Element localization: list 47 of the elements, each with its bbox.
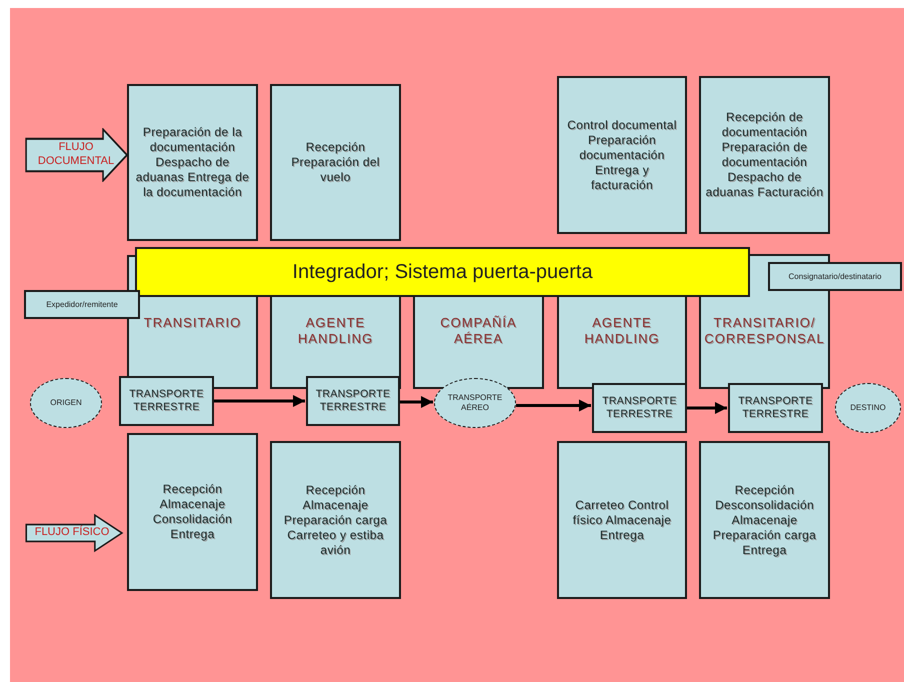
node-label: Control documental Preparación documentación Entrega y facturación (566, 118, 678, 192)
node-label: AGENTE HANDLING (296, 315, 374, 348)
task-box (270, 441, 401, 599)
task-box (127, 84, 258, 241)
transport-box (306, 376, 400, 426)
node-label: AGENTE HANDLING (583, 315, 661, 348)
party-box (768, 262, 902, 291)
node-label: TRANSPORTE TERRESTRE (601, 394, 678, 422)
node-label: DESTINO (850, 403, 886, 413)
actor-column (557, 295, 687, 389)
node-label: Expedidor/remitente (46, 300, 118, 310)
transport-box (592, 383, 687, 433)
node-label: FLUJO DOCUMENTAL (36, 141, 116, 169)
node-label: Consignatario/destinatario (788, 272, 882, 282)
node-label: TRANSPORTE TERRESTRE (128, 388, 205, 414)
arrow (687, 402, 727, 414)
block-arrow (24, 128, 128, 182)
task-box (699, 441, 830, 599)
node-label: TRANSPORTE TERRESTRE (314, 388, 392, 414)
task-box (270, 84, 401, 241)
arrow (214, 395, 305, 407)
node-label: FLUJO FÍSICO (34, 526, 110, 540)
task-box (557, 76, 687, 234)
node-label: Recepción Almacenaje Consolidación Entrega (152, 482, 234, 542)
node-label: Preparación de la documentación Despacho de aduanas Entrega de la documentación (134, 125, 250, 200)
party-box (24, 290, 140, 319)
transport-box (119, 376, 214, 426)
task-box (127, 433, 258, 591)
node-label: TRANSPORTE TERRESTRE (737, 394, 814, 422)
node-label: Integrador; Sistema puerta-puerta (292, 260, 593, 284)
node-label: TRANSPORTE AÉREO (446, 393, 504, 413)
node-label: TRANSITARIO/ CORRESPONSAL (704, 315, 825, 348)
arrow (400, 396, 433, 408)
node-label: Carreteo Control físico Almacenaje Entrega (572, 498, 672, 542)
node-label: COMPAÑÍA AÉREA (439, 315, 518, 348)
node-label: Recepción Almacenaje Preparación carga Carreteo y estiba avión (282, 482, 388, 558)
node-label: Recepción de documentación Preparación de documentación Despacho de aduanas Facturación (705, 110, 824, 200)
node-label: ORIGEN (50, 398, 82, 408)
node-label: TRANSITARIO (144, 315, 242, 332)
task-box (699, 76, 830, 234)
node-label: Recepción Desconsolidación Almacenaje Preparación carga Entrega (712, 482, 818, 558)
arrow (516, 400, 591, 412)
actor-column (413, 295, 544, 389)
integrator-banner (135, 247, 750, 297)
node-label: Recepción Preparación del vuelo (290, 140, 381, 185)
task-box (557, 441, 687, 599)
transport-box (728, 383, 823, 433)
